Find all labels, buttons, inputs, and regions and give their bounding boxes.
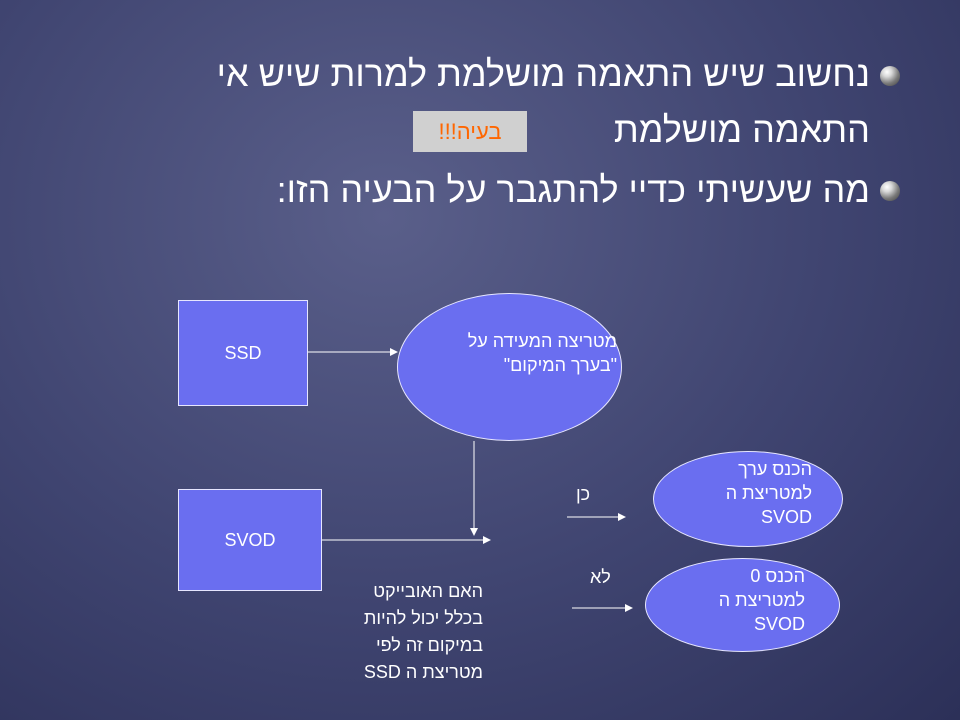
no-ellipse: הכנס 0 למטריצת ה SVOD <box>645 558 840 652</box>
bullet-2-line-1: מה שעשיתי כדיי להתגבר על הבעיה הזו: <box>276 169 870 210</box>
yes-ellipse-line-2: למטריצת ה <box>725 483 812 503</box>
problem-callout: בעיה!!! <box>413 111 527 152</box>
question-line-3: במיקום זה לפי <box>375 635 483 655</box>
yes-ellipse: הכנס ערך למטריצת ה SVOD <box>653 451 843 547</box>
ssd-box-label: SSD <box>224 342 262 363</box>
svod-box-label: SVOD <box>224 529 276 550</box>
question-line-2: בכלל יכול להיות <box>363 608 483 628</box>
no-label: לא <box>590 567 611 587</box>
matrix-ellipse-line-2: "בערך המיקום" <box>503 355 617 375</box>
yes-ellipse-line-3: SVOD <box>760 507 812 527</box>
matrix-ellipse: מטריצה המעידה על "בערך המיקום" <box>397 293 622 441</box>
no-ellipse-line-1: הכנס 0 <box>750 566 805 586</box>
bullet-icon <box>880 181 900 201</box>
question-line-1: האם האובייקט <box>373 581 483 601</box>
no-ellipse-line-2: למטריצת ה <box>718 590 805 610</box>
decision-question: האם האובייקט בכלל יכול להיות במיקום זה ל… <box>315 578 483 686</box>
yes-label: כן <box>576 484 591 504</box>
matrix-ellipse-line-1: מטריצה המעידה על <box>467 331 617 351</box>
question-line-4: מטריצת ה SSD <box>363 662 483 682</box>
ssd-box: SSD <box>178 300 308 406</box>
bullet-1-line-1: נחשוב שיש התאמה מושלמת למרות שיש אי <box>216 53 870 94</box>
yes-ellipse-line-1: הכנס ערך <box>738 459 812 479</box>
bullet-1-line-2: התאמה מושלמת <box>613 109 870 150</box>
no-ellipse-line-3: SVOD <box>753 614 805 634</box>
bullet-icon <box>880 66 900 86</box>
svod-box: SVOD <box>178 489 322 591</box>
